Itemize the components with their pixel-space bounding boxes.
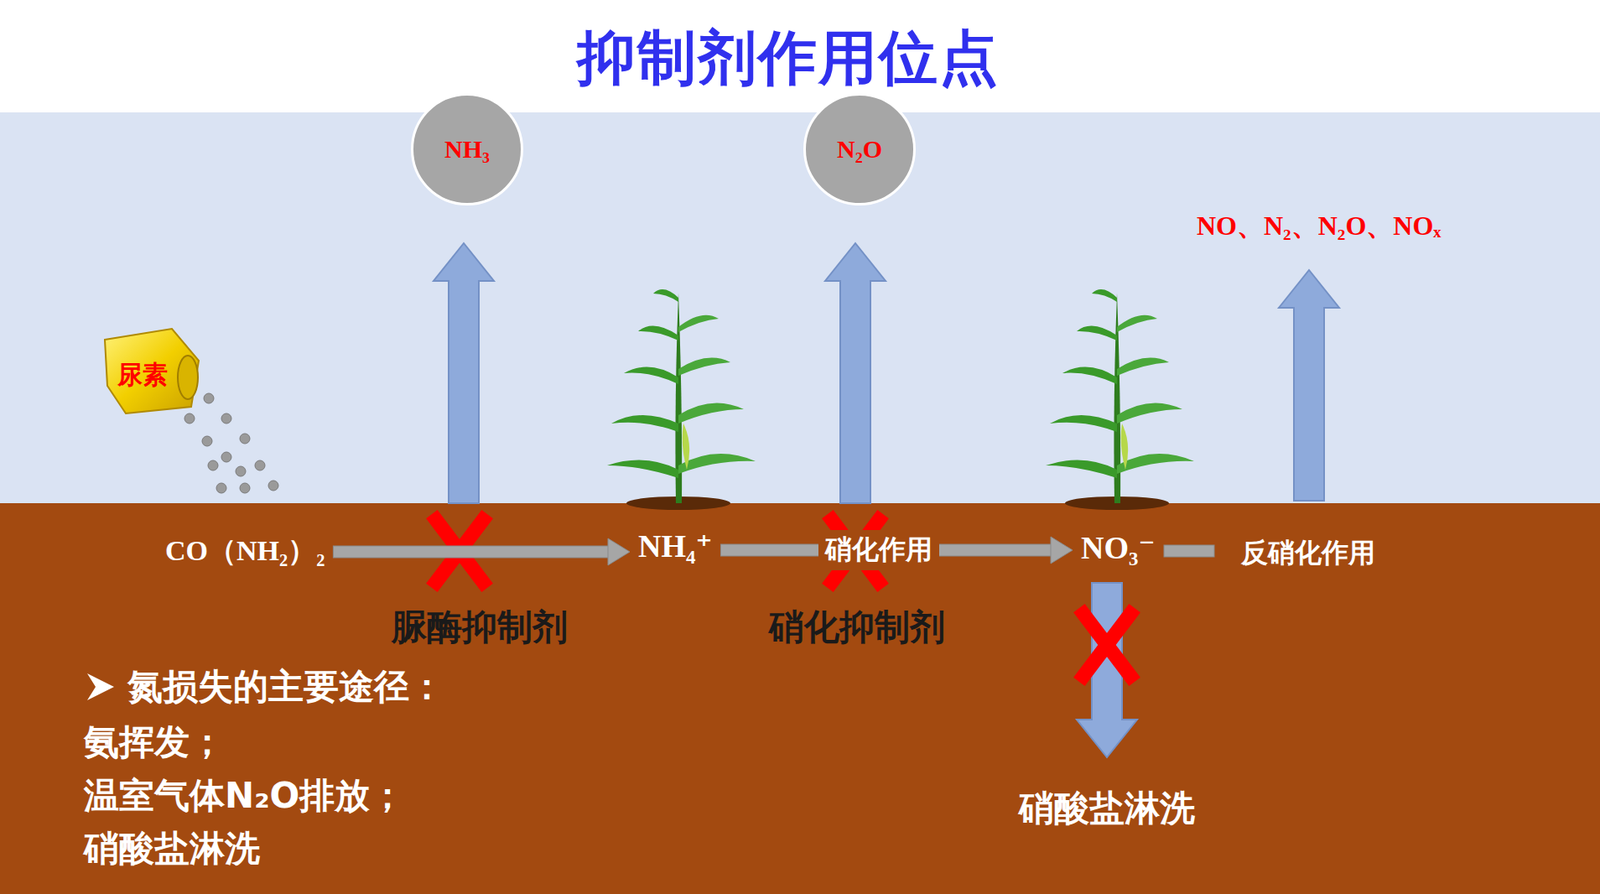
red-cross (1083, 613, 1131, 676)
fertilizer-bag (104, 328, 199, 414)
slide-title: 抑制剂作用位点 (576, 19, 1000, 99)
arrow-head (607, 538, 630, 566)
gas-circle: N₂O (803, 93, 916, 206)
flow-bar (1163, 545, 1215, 557)
emission-arrow (825, 243, 886, 504)
list-item: 氨挥发； (83, 718, 225, 766)
header-band (0, 0, 1600, 113)
leaching-arrow (1076, 582, 1138, 758)
node-text: NO、N₂、N₂O、NOₓ (1196, 207, 1441, 245)
node-text: NH₄⁺ (634, 524, 716, 567)
node-text: CO（NH₂）₂ (161, 529, 328, 572)
denitrification-arrow (1278, 270, 1340, 501)
plant (1045, 289, 1195, 510)
bag-mouth (177, 355, 198, 400)
volatilization-arrow (433, 243, 494, 504)
node-text: NH₃ (444, 135, 490, 164)
node-text: N₂O (836, 135, 883, 164)
list-item: 温室气体N₂O排放； (83, 772, 406, 820)
list-heading: 氮损失的主要途径： (127, 663, 445, 711)
process-label: 反硝化作用 (1241, 535, 1376, 572)
loss-label: 硝酸盐淋洗 (1018, 784, 1195, 832)
gas-list: NO、N₂、N₂O、NOₓ (1196, 207, 1441, 245)
sky-band (0, 112, 1600, 504)
inhibitor-label: 脲酶抑制剂 (391, 603, 568, 651)
arrow-shaft (332, 545, 610, 558)
list-item: 硝酸盐淋洗 (83, 825, 260, 873)
chemical-formula: NO₃⁻ (1077, 526, 1159, 568)
chemical-formula: CO（NH₂）₂ (161, 529, 328, 572)
plant (607, 289, 756, 510)
arrow-head (1050, 536, 1073, 564)
node-text: NO₃⁻ (1077, 526, 1159, 568)
bullet-arrow (87, 673, 115, 701)
bag-label: 尿素 (117, 358, 168, 393)
inhibitor-label: 硝化抑制剂 (768, 603, 946, 651)
soil-band (0, 503, 1600, 894)
flow-arrow (332, 538, 630, 566)
gas-circle: NH₃ (410, 93, 524, 206)
edge-label: 硝化作用 (818, 529, 940, 571)
fertilizer-granules (184, 393, 279, 494)
chemical-formula: NH₄⁺ (634, 524, 716, 567)
